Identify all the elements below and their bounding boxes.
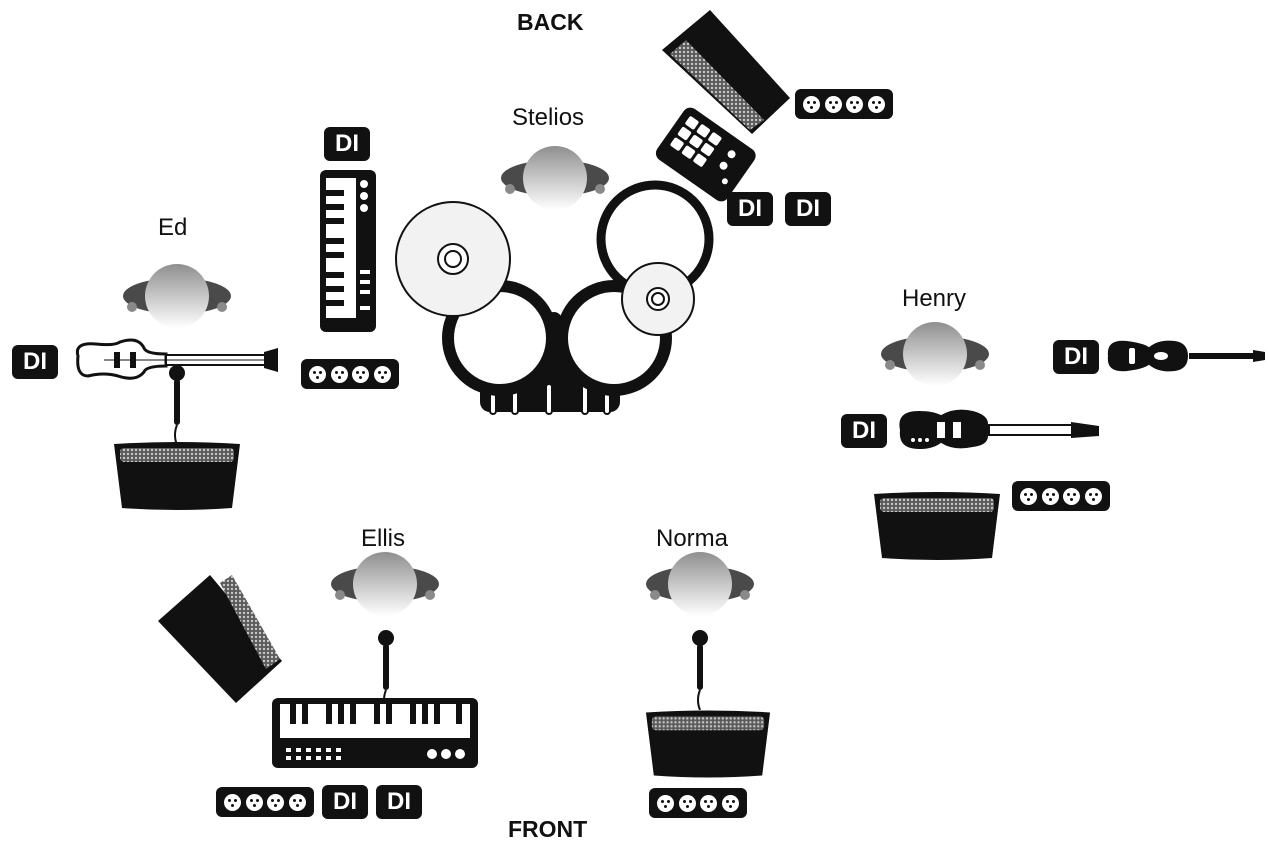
amplifier-icon: [870, 490, 1004, 562]
musician-name-henry: Henry: [902, 285, 967, 312]
power-strip-icon: [216, 787, 314, 817]
microphone-icon: [167, 365, 187, 445]
sampler-pad-icon: [655, 107, 756, 202]
bass-guitar-icon: [75, 338, 278, 380]
di-box: DI: [376, 785, 422, 819]
drum-kit-icon: [395, 180, 714, 415]
di-box: DI: [1053, 340, 1099, 374]
power-strip-icon: [795, 89, 893, 119]
acoustic-guitar-icon: [1105, 338, 1265, 374]
musician-name-stelios: Stelios: [512, 104, 585, 131]
amplifier-icon: [158, 575, 282, 703]
power-strip-icon: [1012, 481, 1110, 511]
back-label: BACK: [517, 9, 584, 35]
person-top-view-icon: [122, 262, 232, 334]
di-box: DI: [841, 414, 887, 448]
keyboard-icon: [320, 170, 376, 332]
keyboard-icon: [272, 698, 478, 768]
person-top-view-icon: [330, 550, 440, 622]
musician-name-ellis: Ellis: [361, 525, 406, 552]
person-top-view-icon: [880, 320, 990, 392]
di-box: DI: [727, 192, 773, 226]
amplifier-icon: [642, 708, 774, 780]
musician-name-ed: Ed: [158, 214, 188, 241]
di-box: DI: [785, 192, 831, 226]
electric-guitar-icon: [897, 407, 1099, 452]
amplifier-icon: [662, 10, 790, 134]
front-label: FRONT: [508, 816, 588, 842]
musician-name-norma: Norma: [656, 525, 729, 552]
person-top-view-icon: [645, 550, 755, 622]
di-box: DI: [324, 127, 370, 161]
amplifier-icon: [110, 440, 244, 512]
microphone-icon: [690, 630, 710, 710]
di-box: DI: [12, 345, 58, 379]
di-box: DI: [322, 785, 368, 819]
power-strip-icon: [649, 788, 747, 818]
power-strip-icon: [301, 359, 399, 389]
